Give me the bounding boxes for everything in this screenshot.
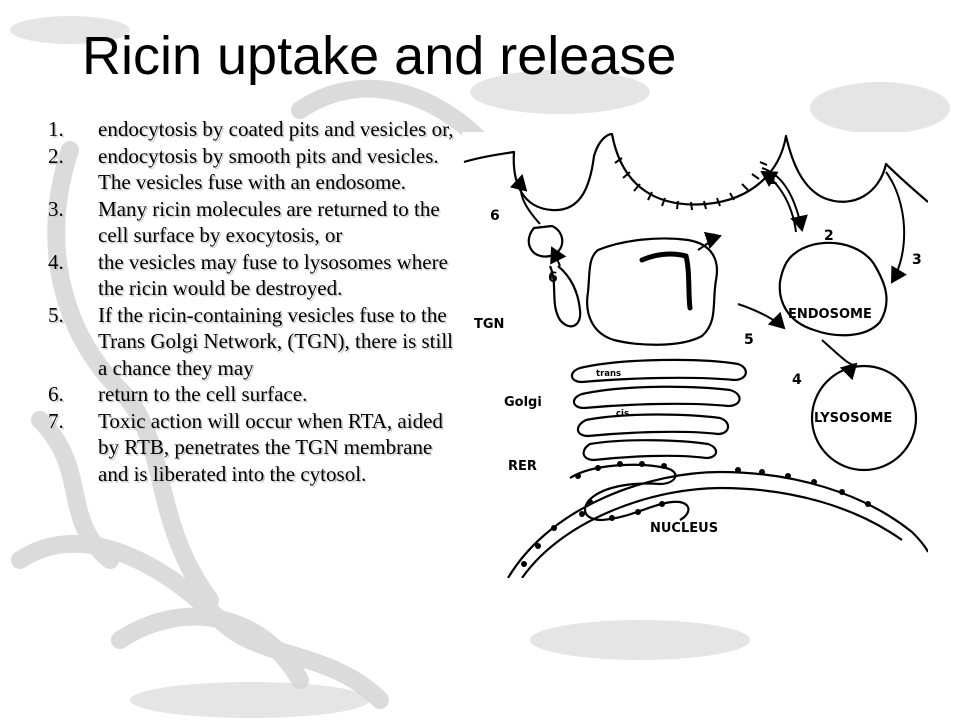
list-item: 6. return to the cell surface. [30,381,462,408]
step-text: If the ricin-containing vesicles fuse to… [98,302,454,380]
list-item: 4. the vesicles may fuse to lysosomes wh… [30,249,462,302]
step-number: 1. [48,117,64,141]
list-item: 7. Toxic action will occur when RTA, aid… [30,408,462,488]
step-text: endocytosis by coated pits and vesicles … [98,117,454,141]
tgn-label: TGN [474,317,504,332]
list-item: 3. Many ricin molecules are returned to … [30,196,462,249]
ricin-pathway-diagram: TGN Golgi RER NUCLEUS ENDOSOME LYSOSOME … [462,132,928,578]
step-number-label: 6 [490,208,500,224]
step-number-label: 5 [744,332,754,348]
step-number: 4. [48,249,64,274]
lysosome-shape [810,364,918,472]
golgi-label: Golgi [504,395,542,410]
rer-label: RER [508,459,537,474]
pathway-arrows [509,167,907,381]
endosome-shape [778,241,888,337]
list-item: 1. endocytosis by coated pits and vesicl… [30,116,462,143]
step-text: Toxic action will occur when RTA, aided … [98,408,443,486]
lysosome-label: LYSOSOME [814,411,892,426]
step-text: Many ricin molecules are returned to the… [98,196,440,248]
list-item: 5. If the ricin-containing vesicles fuse… [30,302,462,382]
trans-label: trans [596,369,621,379]
step-text: return to the cell surface. [98,382,308,406]
step-number: 2. [48,143,64,168]
step-number: 5. [48,302,64,327]
coated-pit-coat [614,157,768,211]
step-number-label: 3 [912,252,922,268]
pathway-svg: TGN Golgi RER NUCLEUS ENDOSOME LYSOSOME … [462,132,928,578]
list-item: 2. endocytosis by smooth pits and vesicl… [30,143,462,196]
step-number-label: 1 [768,172,778,188]
step-number: 3. [48,196,64,221]
step-list: 1. endocytosis by coated pits and vesicl… [30,116,462,487]
step-number-label: 7 [706,232,716,248]
nucleus-label: NUCLEUS [650,521,718,536]
step-text: the vesicles may fuse to lysosomes where… [98,249,448,301]
step-number: 7. [48,408,64,433]
step-text: endocytosis by smooth pits and vesicles.… [98,143,439,195]
rta-penetration-arrow [639,251,693,311]
plasma-membrane [463,132,928,212]
slide-title: Ricin uptake and release [82,26,677,86]
step-number-label: 4 [792,372,802,388]
step-number-label: 2 [824,228,834,244]
endosome-label: ENDOSOME [788,307,872,322]
tgn-compartment [586,237,719,346]
step-number-label: 6 [548,270,558,286]
ribosome-dots [521,461,871,567]
rer-membrane [569,463,690,522]
step-number: 6. [48,382,64,406]
cis-label: cis [616,409,629,419]
